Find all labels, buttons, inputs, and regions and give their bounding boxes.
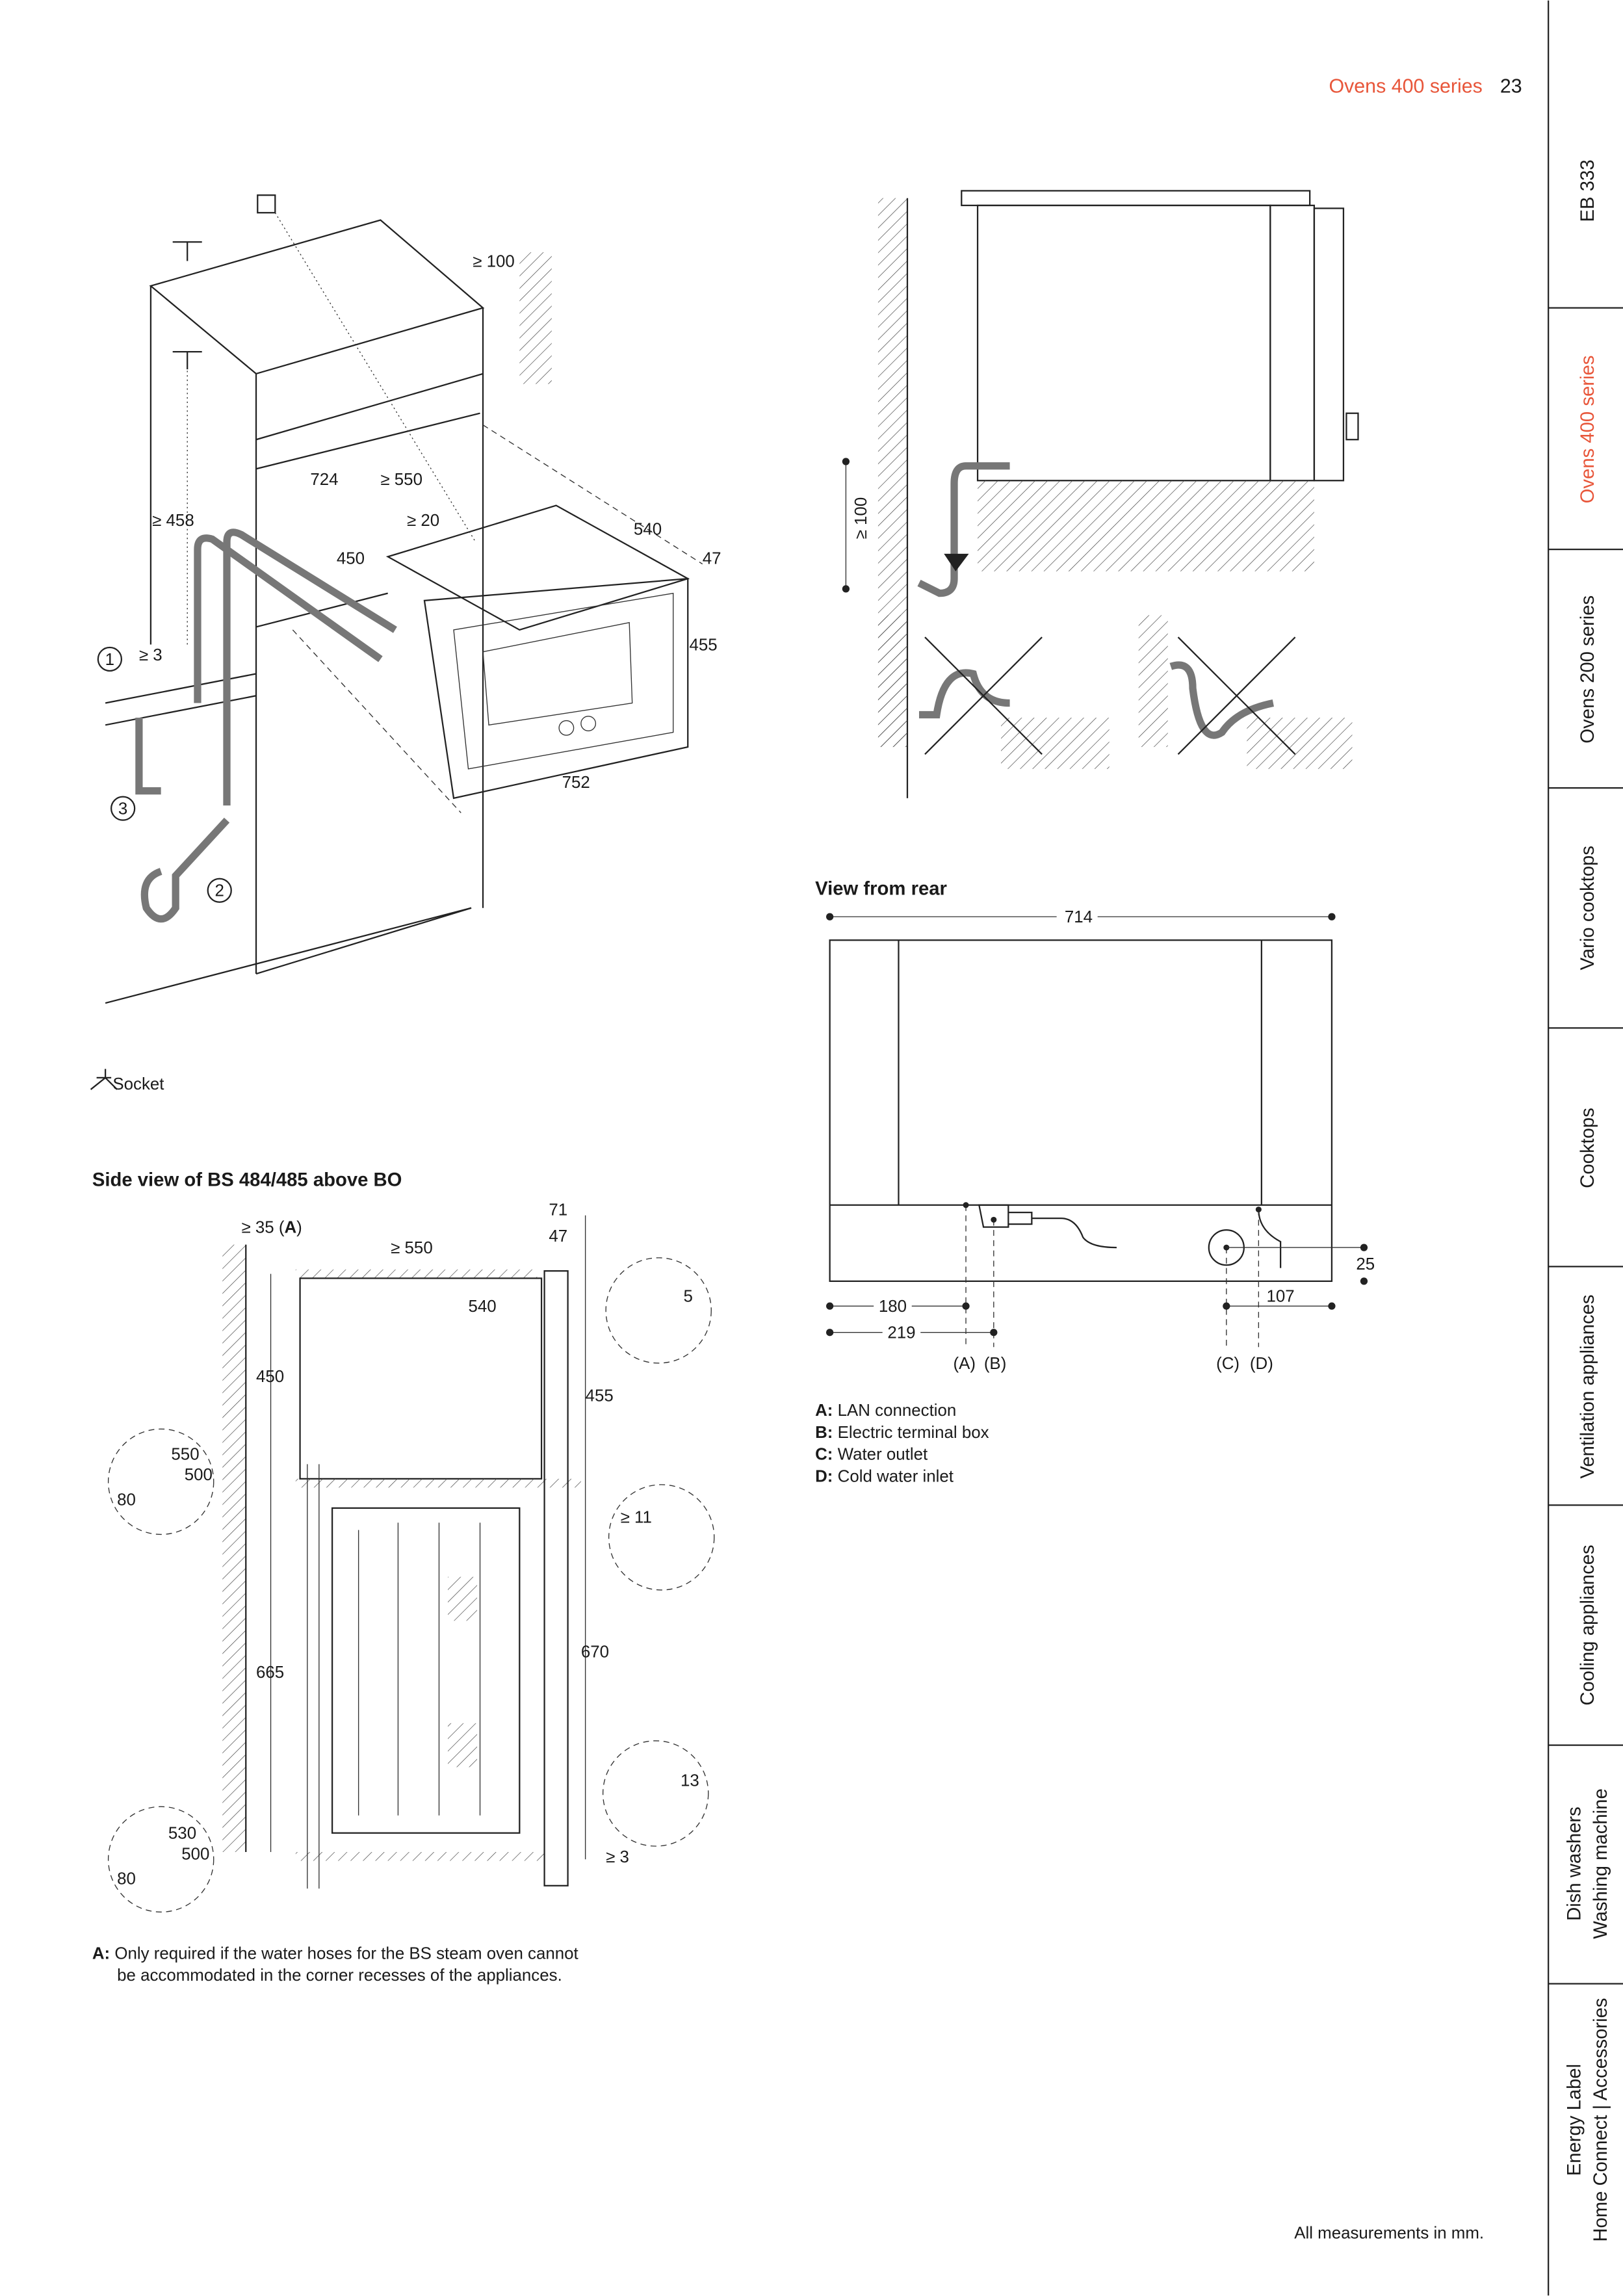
tab-dishwashers[interactable]: Dish washers: [1565, 1807, 1585, 1921]
tab-cooling[interactable]: Cooling appliances: [1578, 1545, 1598, 1705]
marker-c: (C): [1216, 1355, 1240, 1373]
rear-view: View from rear 714 180 219 107 25 (A) (B…: [815, 878, 1375, 1485]
dim-665: 665: [256, 1663, 284, 1682]
svg-text:C: Water outlet: C: Water outlet: [815, 1446, 928, 1464]
side-view: Side view of BS 484/485 above BO ≥ 35 (A…: [92, 1170, 715, 1985]
dim-13: 13: [681, 1772, 699, 1790]
dim-35: ≥ 35 (A): [242, 1219, 302, 1237]
dim-450: 450: [337, 550, 365, 568]
dim-3: ≥ 3: [606, 1848, 629, 1866]
marker-b: (B): [984, 1355, 1007, 1373]
tab-cooktops[interactable]: Cooktops: [1578, 1108, 1598, 1188]
dim-540: 540: [469, 1298, 497, 1316]
svg-text:B: Electric terminal box: B: Electric terminal box: [815, 1424, 989, 1442]
footer-note: All measurements in mm.: [1294, 2224, 1484, 2242]
dim-455: 455: [586, 1387, 614, 1405]
rear-view-legend: A: LAN connection B: Electric terminal b…: [815, 1402, 989, 1485]
side-tabs: EB 333 Ovens 400 series Ovens 200 series…: [1548, 0, 1623, 2296]
side-view-title: Side view of BS 484/485 above BO: [92, 1170, 402, 1191]
tab-washing-machine[interactable]: Washing machine: [1591, 1788, 1611, 1939]
dim-752: 752: [562, 774, 590, 792]
svg-text:1: 1: [105, 651, 114, 669]
dim-top-clearance: ≥ 100: [473, 253, 515, 271]
callout-2: 2: [207, 878, 232, 903]
iso-installation-diagram: ≥ 100 724 ≥ 550 ≥ 458 ≥ 20 450 540 47 45…: [97, 194, 721, 1004]
dim-540: 540: [634, 521, 662, 539]
dim-80-bottom: 80: [117, 1870, 136, 1888]
svg-text:D: Cold water inlet: D: Cold water inlet: [815, 1467, 954, 1485]
dim-47: 47: [549, 1227, 567, 1246]
dim-724: 724: [310, 471, 338, 489]
dim-47: 47: [703, 550, 721, 568]
dim-25: 25: [1356, 1255, 1375, 1273]
dim-3: ≥ 3: [139, 646, 162, 664]
marker-d: (D): [1250, 1355, 1273, 1373]
svg-text:3: 3: [118, 800, 127, 818]
dim-714: 714: [1065, 908, 1093, 926]
dim-500-detail: 500: [185, 1466, 213, 1484]
socket-legend: Socket: [90, 1069, 164, 1093]
dim-5: 5: [683, 1287, 692, 1305]
tab-home-connect[interactable]: Home Connect | Accessories: [1591, 1998, 1611, 2241]
dim-550-detail: 550: [171, 1446, 199, 1464]
side-view-note: A: Only required if the water hoses for …: [92, 1944, 578, 1963]
callout-3: 3: [110, 796, 136, 821]
svg-text:2: 2: [215, 882, 224, 900]
dim-550: ≥ 550: [391, 1239, 433, 1257]
tab-eb333[interactable]: EB 333: [1578, 159, 1598, 222]
tab-ovens-200[interactable]: Ovens 200 series: [1578, 595, 1598, 744]
dim-500-bottom: 500: [181, 1845, 209, 1863]
tab-ventilation[interactable]: Ventilation appliances: [1578, 1294, 1598, 1478]
dim-450: 450: [256, 1368, 284, 1386]
svg-text:A: LAN connection: A: LAN connection: [815, 1402, 956, 1420]
page-number: 23: [1500, 75, 1522, 98]
callout-1: 1: [97, 646, 123, 672]
tab-ovens-400[interactable]: Ovens 400 series: [1578, 356, 1598, 504]
tab-vario-cooktops[interactable]: Vario cooktops: [1578, 846, 1598, 970]
dim-71: 71: [549, 1201, 567, 1220]
svg-text:Socket: Socket: [112, 1075, 164, 1093]
drain-installation-diagram: ≥ 100: [842, 190, 1359, 798]
side-view-note-cont: be accommodated in the corner recesses o…: [117, 1966, 562, 1985]
dim-80-detail: 80: [117, 1491, 136, 1509]
dim-530: 530: [168, 1825, 196, 1843]
marker-a: (A): [954, 1355, 976, 1373]
socket-icon: [90, 1069, 118, 1090]
rear-view-title: View from rear: [815, 878, 947, 899]
dim-180: 180: [879, 1298, 907, 1316]
dim-20: ≥ 20: [407, 512, 439, 530]
dim-458: ≥ 458: [152, 512, 194, 530]
section-title: Ovens 400 series: [1329, 75, 1482, 98]
dim-455: 455: [689, 636, 717, 654]
tab-energy-label[interactable]: Energy Label: [1565, 2064, 1585, 2176]
dim-219: 219: [887, 1324, 915, 1342]
dim-670: 670: [581, 1643, 609, 1662]
dim-550: ≥ 550: [380, 471, 422, 489]
dim-drain-100: ≥ 100: [852, 497, 870, 540]
dim-107: 107: [1267, 1287, 1295, 1305]
dim-11: ≥ 11: [621, 1508, 652, 1526]
